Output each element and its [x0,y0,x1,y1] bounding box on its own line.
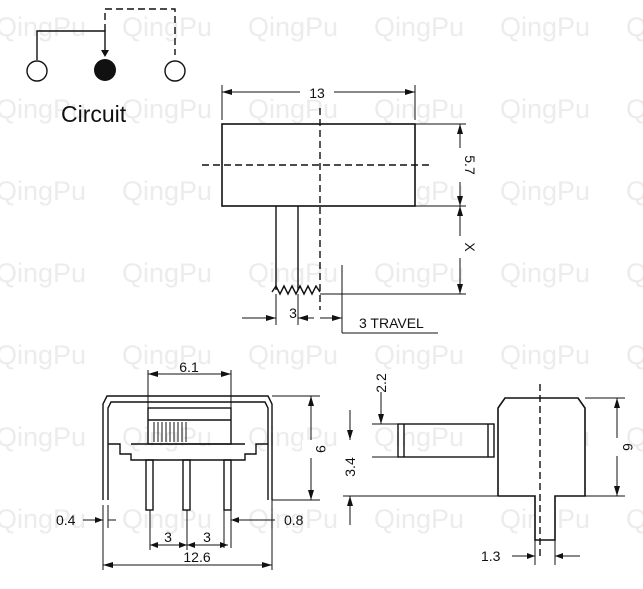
watermark-text: QingPu [500,176,590,206]
watermark-text: QingPu [0,504,86,534]
watermark-text: QingPu [626,504,643,534]
dim-12-6: 12.6 [183,549,210,565]
watermark-text: QingPu [374,340,464,370]
dim-0-8: 0.8 [284,512,304,528]
watermark-text: QingPu [626,94,643,124]
watermark-text: QingPu [0,258,86,288]
dim-handle-3: 3 [289,305,297,321]
watermark-text: QingPu [122,422,212,452]
watermark-text: QingPu [0,422,86,452]
watermark-text: QingPu [122,504,212,534]
dim-1-3: 1.3 [481,548,501,564]
pin-right [223,459,232,511]
front-view: 6.1 9 0.4 0.8 [56,359,329,570]
watermark-text: QingPu [500,586,590,589]
watermark-text: QingPu [374,586,464,589]
watermark-text: QingPu [500,12,590,42]
watermark-text: QingPu [122,176,212,206]
dim-6: 6 [620,443,636,451]
watermark-text: QingPu [248,340,338,370]
side-handle [397,423,495,458]
watermark-text: QingPu [122,586,212,589]
watermark-text: QingPu [248,258,338,288]
watermark-text: QingPu [0,176,86,206]
watermark-layer: QingPuQingPuQingPuQingPuQingPuQingPuQing… [0,12,643,589]
watermark-text: QingPu [122,12,212,42]
dim-9: 9 [313,445,329,453]
watermark-text: QingPu [0,94,86,124]
top-view: 13 5.7 X 3 3 TRAVEL [202,85,478,334]
watermark-text: QingPu [626,422,643,452]
slider-knurl [153,422,187,442]
watermark-text: QingPu [626,258,643,288]
watermark-text: QingPu [374,94,464,124]
circuit-label: Circuit [61,101,127,127]
watermark-text: QingPu [248,504,338,534]
dim-3-4: 3.4 [342,457,358,477]
side-view: 2.2 3.4 6 1.3 [342,373,636,565]
watermark-text: QingPu [374,422,464,452]
pin-left [145,459,154,511]
watermark-text: QingPu [0,586,86,589]
dim-0-4: 0.4 [56,512,76,528]
watermark-text: QingPu [626,340,643,370]
watermark-text: QingPu [0,12,86,42]
watermark-text: QingPu [248,12,338,42]
watermark-text: QingPu [374,12,464,42]
watermark-text: QingPu [626,586,643,589]
dim-2-2: 2.2 [373,373,389,393]
watermark-text: QingPu [374,258,464,288]
circuit-symbol: Circuit [26,8,186,127]
terminal-common [94,59,116,81]
watermark-text: QingPu [122,258,212,288]
watermark-text: QingPu [248,94,338,124]
watermark-text: QingPu [122,340,212,370]
watermark-text: QingPu [500,258,590,288]
dim-pitch-a: 3 [164,529,172,545]
watermark-text: QingPu [500,94,590,124]
watermark-text: QingPu [626,176,643,206]
watermark-text: QingPu [0,340,86,370]
dim-6-1: 6.1 [179,359,199,375]
dim-13: 13 [309,85,325,101]
watermark-text: QingPu [374,504,464,534]
dim-pitch-b: 3 [203,529,211,545]
watermark-text: QingPu [626,12,643,42]
dim-5-7: 5.7 [462,155,478,175]
watermark-text: QingPu [122,94,212,124]
watermark-text: QingPu [500,340,590,370]
dim-travel: 3 TRAVEL [359,315,424,331]
watermark-text: QingPu [248,586,338,589]
watermark-text: QingPu [248,422,338,452]
dim-x: X [462,242,478,252]
terminal-open-right [164,60,186,82]
terminal-open-left [26,60,48,82]
pin-center [182,459,191,511]
